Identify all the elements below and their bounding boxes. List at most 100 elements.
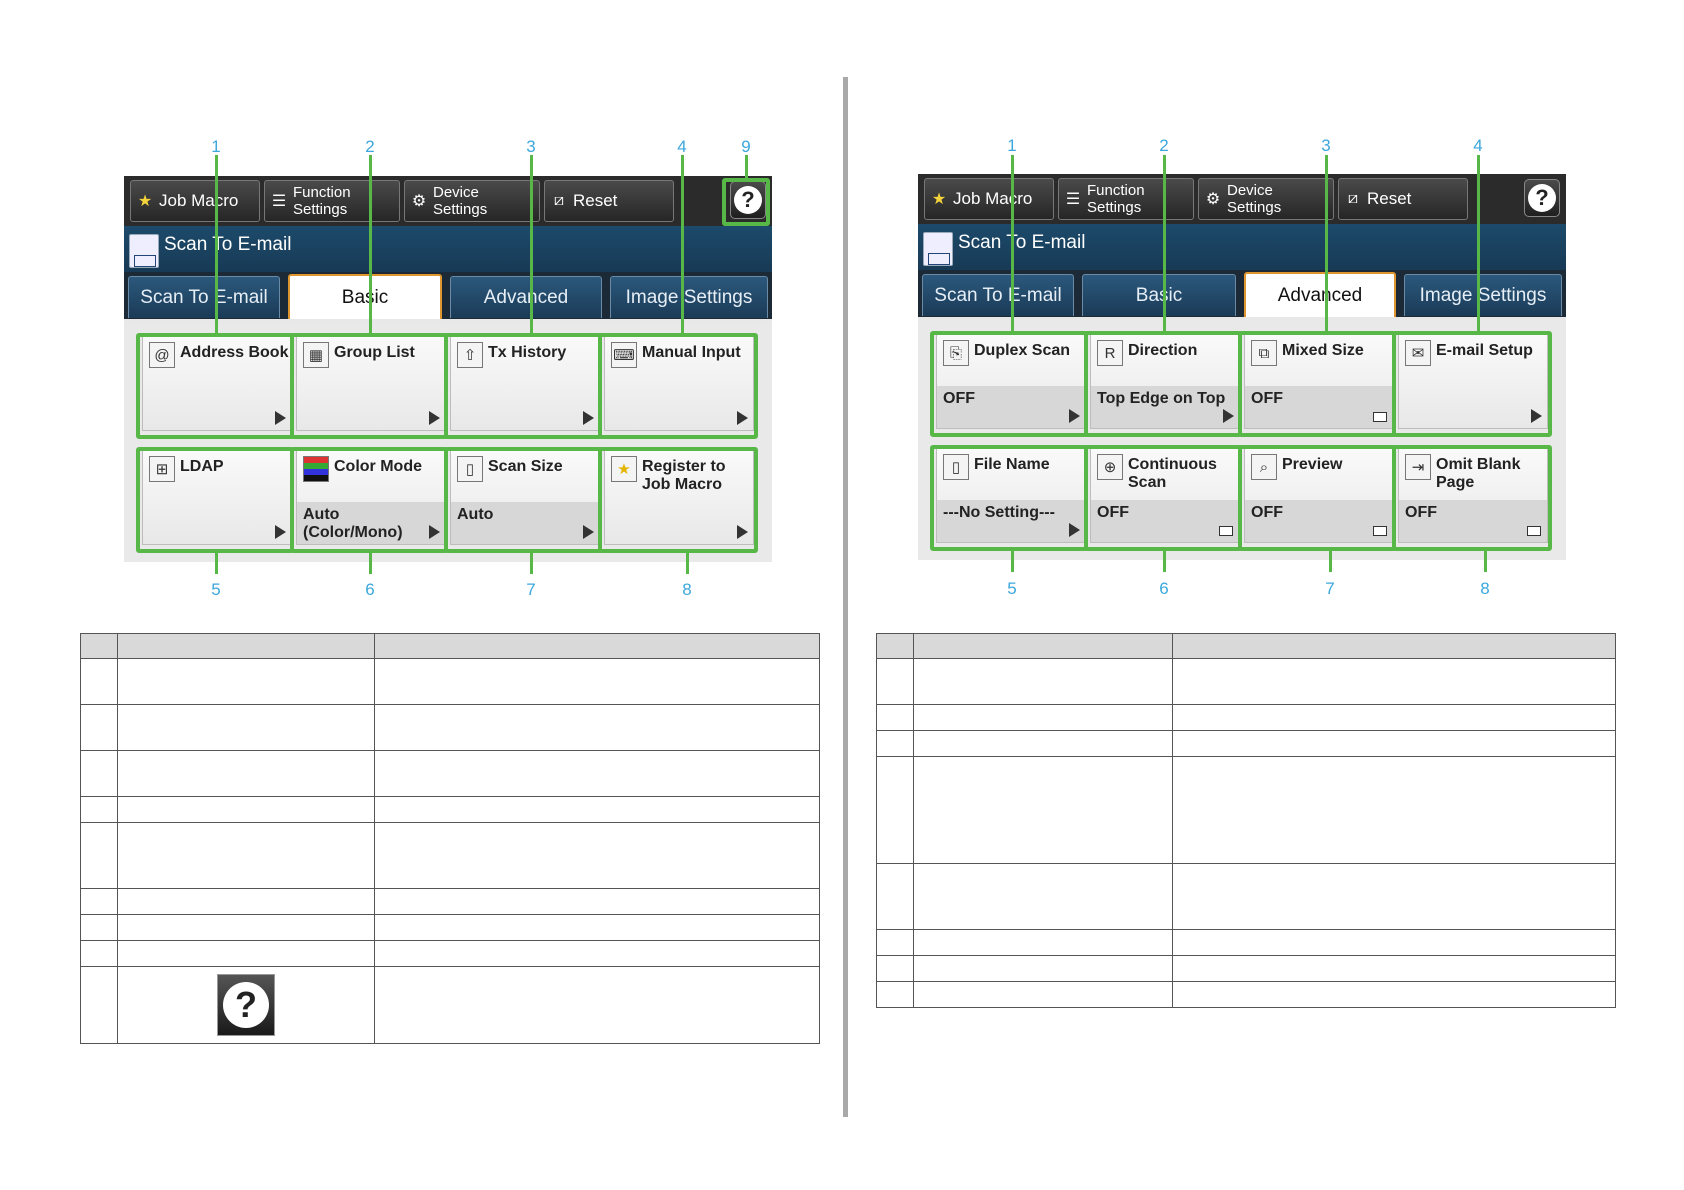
arrow-icon xyxy=(275,525,286,539)
callout-number-3: 3 xyxy=(526,137,536,156)
file-name-button[interactable]: ▯ File Name ---No Setting--- xyxy=(936,447,1086,543)
table-cell xyxy=(117,658,375,705)
callout-line-6 xyxy=(1163,550,1166,572)
file-name-value: ---No Setting--- xyxy=(937,500,1085,542)
callout-line-4 xyxy=(1477,155,1480,333)
callout-number-4: 4 xyxy=(677,137,687,156)
register-job-macro-button[interactable]: ★ Register to Job Macro xyxy=(604,449,754,545)
table-cell xyxy=(876,863,914,930)
register-job-macro-label: Register to Job Macro xyxy=(642,458,726,493)
tab-bar: Scan To E-mail Basic Advanced Image Sett… xyxy=(918,270,1566,317)
duplex-scan-button[interactable]: ⎘ Duplex Scan OFF xyxy=(936,333,1086,429)
address-book-button[interactable]: @ Address Book xyxy=(142,335,292,431)
callout-number-5: 5 xyxy=(211,580,221,599)
tab-underline xyxy=(124,319,772,323)
preview-label: Preview xyxy=(1282,456,1343,473)
callout-number-6: 6 xyxy=(365,580,375,599)
reset-button[interactable]: ⧄ Reset xyxy=(544,180,674,222)
table-cell xyxy=(913,863,1173,930)
file-icon: ▯ xyxy=(943,454,969,480)
manual-input-label: Manual Input xyxy=(642,344,741,361)
color-mode-value: Auto (Color/Mono) xyxy=(297,502,445,544)
table-cell xyxy=(374,940,820,967)
ldap-label: LDAP xyxy=(180,458,224,475)
callout-number-7: 7 xyxy=(1325,579,1335,598)
table-cell xyxy=(80,822,118,889)
scan-size-button[interactable]: ▯ Scan Size Auto xyxy=(450,449,600,545)
table-cell xyxy=(117,914,375,941)
checkbox-icon xyxy=(1219,526,1233,536)
tab-image-settings[interactable]: Image Settings xyxy=(1404,274,1562,316)
tab-advanced[interactable]: Advanced xyxy=(450,276,602,318)
scan-size-value: Auto xyxy=(451,502,599,544)
highlight-2 xyxy=(1084,331,1242,437)
callout-number-1: 1 xyxy=(211,137,221,156)
mixed-size-icon: ⧉ xyxy=(1251,340,1277,366)
table-cell xyxy=(1172,863,1616,930)
arrow-icon xyxy=(737,411,748,425)
table-cell xyxy=(80,966,118,1044)
mixed-size-label: Mixed Size xyxy=(1282,342,1364,359)
gear-icon: ⚙ xyxy=(411,193,427,210)
group-list-label: Group List xyxy=(334,344,415,361)
table-cell xyxy=(1172,730,1616,757)
tab-basic[interactable]: Basic xyxy=(288,274,442,319)
continuous-scan-label: Continuous Scan xyxy=(1128,456,1217,491)
table-cell xyxy=(374,796,820,823)
tab-scan-to-email[interactable]: Scan To E-mail xyxy=(128,276,280,318)
function-title: Scan To E-mail xyxy=(958,232,1086,253)
reset-button[interactable]: ⧄ Reset xyxy=(1338,178,1468,220)
tx-history-button[interactable]: ⇧ Tx History xyxy=(450,335,600,431)
direction-button[interactable]: R Direction Top Edge on Top xyxy=(1090,333,1240,429)
highlight-8 xyxy=(598,447,758,553)
highlight-4 xyxy=(1392,331,1552,437)
callout-number-1: 1 xyxy=(1007,136,1017,155)
ldap-button[interactable]: ⊞ LDAP xyxy=(142,449,292,545)
tab-scan-to-email[interactable]: Scan To E-mail xyxy=(922,274,1074,316)
job-macro-button[interactable]: ★ Job Macro xyxy=(924,178,1054,220)
preview-value: OFF xyxy=(1245,500,1393,542)
function-title-bar: Scan To E-mail xyxy=(124,226,772,272)
table-cell xyxy=(1172,981,1616,1008)
omit-blank-page-label: Omit Blank Page xyxy=(1436,456,1521,491)
continuous-scan-button[interactable]: ⊕ Continuous Scan OFF xyxy=(1090,447,1240,543)
tab-image-settings[interactable]: Image Settings xyxy=(610,276,768,318)
tab-basic[interactable]: Basic xyxy=(1082,274,1236,316)
page-icon: ▯ xyxy=(457,456,483,482)
omit-blank-page-button[interactable]: ⇥ Omit Blank Page OFF xyxy=(1398,447,1548,543)
omit-blank-icon: ⇥ xyxy=(1405,454,1431,480)
color-mode-button[interactable]: Color Mode Auto (Color/Mono) xyxy=(296,449,446,545)
table-cell xyxy=(374,658,820,705)
arrow-icon xyxy=(1069,409,1080,423)
highlight-8 xyxy=(1392,445,1552,551)
mixed-size-button[interactable]: ⧉ Mixed Size OFF xyxy=(1244,333,1394,429)
help-button[interactable]: ? xyxy=(1524,179,1560,217)
table-cell xyxy=(1172,704,1616,731)
tab-advanced[interactable]: Advanced xyxy=(1244,272,1396,317)
table-cell xyxy=(117,704,375,751)
device-settings-label-1: Device xyxy=(1227,182,1273,199)
function-title: Scan To E-mail xyxy=(164,234,292,255)
job-macro-button[interactable]: ★ Job Macro xyxy=(130,180,260,222)
tab-underline xyxy=(918,317,1566,321)
callout-number-2: 2 xyxy=(365,137,375,156)
job-macro-label: Job Macro xyxy=(953,189,1033,208)
callout-line-1 xyxy=(215,155,218,335)
highlight-2 xyxy=(290,333,448,439)
table-cell xyxy=(876,929,914,956)
manual-input-button[interactable]: ⌨ Manual Input xyxy=(604,335,754,431)
device-settings-label-2: Settings xyxy=(1227,199,1282,216)
callout-line-7 xyxy=(1329,550,1332,572)
color-bars-icon xyxy=(303,456,329,482)
ldap-tree-icon: ⊞ xyxy=(149,456,175,482)
table-cell xyxy=(913,981,1173,1008)
help-button[interactable]: ? xyxy=(730,181,766,219)
function-settings-label-1: Function xyxy=(1087,182,1145,199)
table-cell xyxy=(80,888,118,915)
